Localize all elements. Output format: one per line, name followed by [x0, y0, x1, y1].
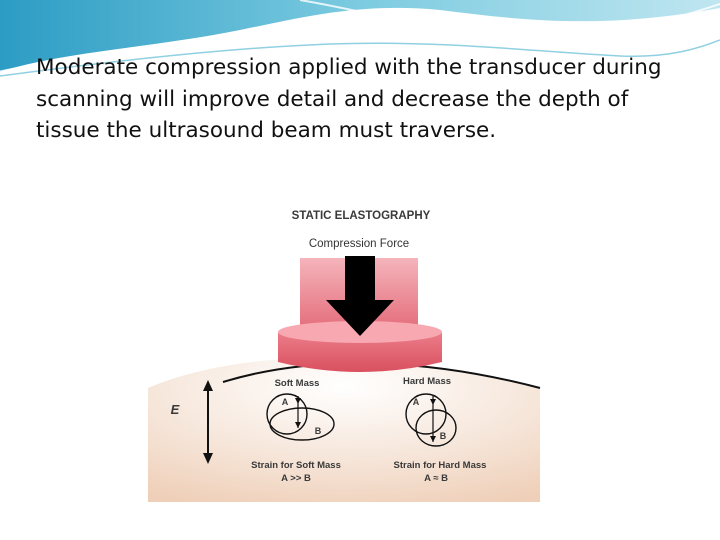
compression-arrow-icon: [326, 256, 394, 336]
slide-body-text: Moderate compression applied with the tr…: [36, 55, 662, 143]
soft-mass-diagram: [266, 393, 335, 441]
hard-mass-relation: A ≈ B: [424, 473, 448, 484]
hard-mass-strain-label: Strain for Hard Mass: [394, 460, 487, 471]
hard-mass-diagram: [405, 393, 457, 447]
hard-mass-point-a: A: [413, 397, 420, 407]
e-label: E: [171, 402, 180, 417]
soft-mass-point-b: B: [315, 426, 322, 436]
compression-force-label: Compression Force: [309, 238, 409, 250]
figure-title: STATIC ELASTOGRAPHY: [292, 210, 431, 222]
soft-mass-label: Soft Mass: [275, 378, 320, 389]
hard-mass-point-b: B: [440, 431, 447, 441]
tissue-region: [148, 357, 540, 502]
soft-mass-relation: A >> B: [281, 473, 311, 484]
hard-mass-label: Hard Mass: [403, 376, 451, 387]
header-wave-decoration: [0, 0, 720, 77]
static-elastography-figure: STATIC ELASTOGRAPHY Compression Force E …: [78, 160, 618, 510]
soft-mass-point-a: A: [282, 397, 289, 407]
soft-mass-strain-label: Strain for Soft Mass: [251, 460, 341, 471]
